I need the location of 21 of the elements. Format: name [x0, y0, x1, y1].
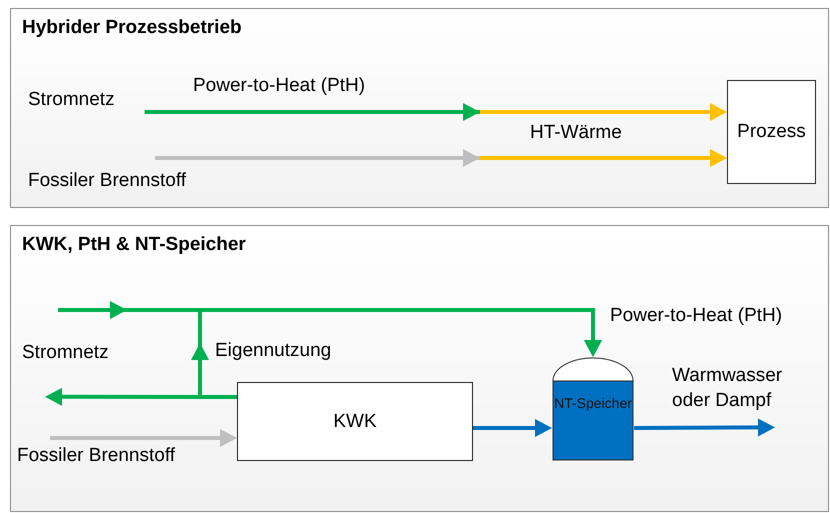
- arrow: [473, 419, 552, 437]
- panel: [10, 8, 829, 208]
- flow-label: Warmwasser oder Dampf: [672, 364, 822, 428]
- flow-label: Fossiler Brennstoff: [28, 158, 186, 193]
- arrow: [50, 429, 237, 447]
- panel: [10, 225, 829, 512]
- edge-label: Eigennutzung: [215, 340, 332, 363]
- panel-title: KWK, PtH & NT-Speicher: [22, 234, 246, 256]
- process-box: Prozess: [727, 80, 816, 184]
- flow-label: Stromnetz: [28, 89, 145, 112]
- process-box: KWK: [237, 382, 473, 461]
- flow-label: Fossiler Brennstoff: [17, 438, 176, 468]
- edge-label: Power-to-Heat (PtH): [193, 75, 366, 98]
- arrow: [191, 308, 602, 399]
- arrow: [144, 103, 727, 121]
- flow-label: Stromnetz: [22, 310, 109, 397]
- panel-title: Hybrider Prozessbetrieb: [22, 17, 242, 39]
- arrow: [155, 149, 727, 167]
- arrow: [634, 418, 775, 436]
- edge-label: Power-to-Heat (PtH): [610, 305, 782, 328]
- flow-label: HT-Wärme: [530, 122, 622, 145]
